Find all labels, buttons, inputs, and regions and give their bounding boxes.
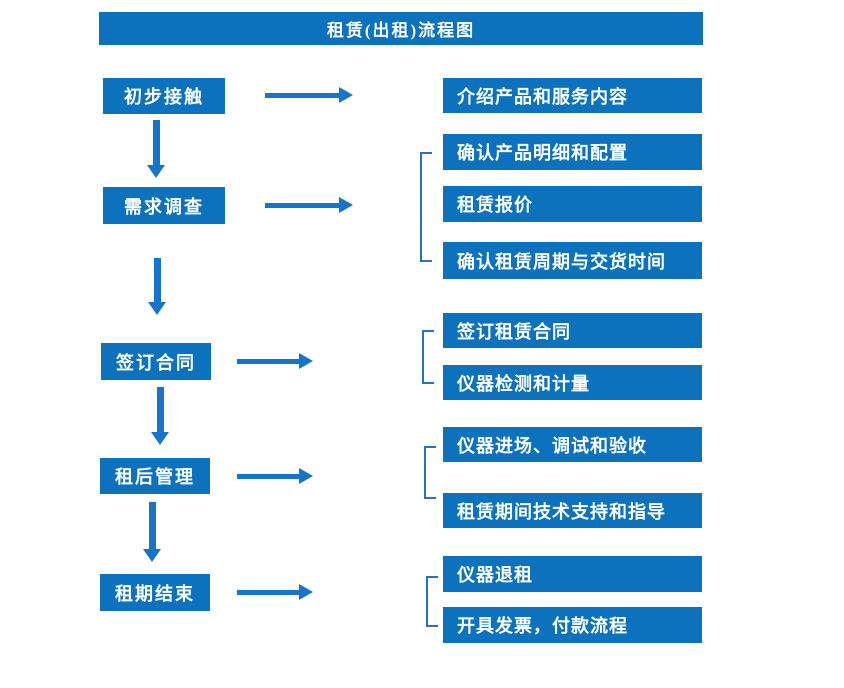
stage-box-1: 初步接触 bbox=[103, 78, 225, 114]
down-arrow-shaft bbox=[152, 120, 160, 165]
bracket-group-2 bbox=[420, 152, 432, 262]
right-arrow-head-icon bbox=[339, 87, 353, 103]
stage-box-2: 需求调查 bbox=[103, 187, 225, 224]
down-arrow-3 bbox=[151, 387, 169, 445]
right-arrow-1 bbox=[265, 87, 353, 103]
output-box-2-3: 确认租赁周期与交货时间 bbox=[443, 242, 702, 279]
bracket-group-5 bbox=[426, 576, 438, 627]
down-arrow-4 bbox=[143, 502, 161, 562]
output-box-4-2: 租赁期间技术支持和指导 bbox=[443, 493, 702, 528]
output-box-5-1: 仪器退租 bbox=[443, 556, 702, 592]
down-arrow-head-icon bbox=[147, 165, 165, 178]
right-arrow-head-icon bbox=[299, 353, 313, 369]
right-arrow-4 bbox=[237, 468, 313, 484]
down-arrow-2 bbox=[148, 258, 166, 315]
output-box-5-2: 开具发票，付款流程 bbox=[443, 607, 702, 643]
stage-box-4: 租后管理 bbox=[100, 458, 210, 494]
output-box-2-2: 租赁报价 bbox=[443, 186, 702, 222]
down-arrow-head-icon bbox=[151, 432, 169, 445]
output-box-3-2: 仪器检测和计量 bbox=[443, 365, 702, 400]
right-arrow-3 bbox=[237, 353, 313, 369]
down-arrow-shaft bbox=[148, 502, 156, 549]
output-box-3-1: 签订租赁合同 bbox=[443, 313, 702, 348]
right-arrow-shaft bbox=[237, 473, 299, 479]
right-arrow-5 bbox=[237, 584, 313, 600]
right-arrow-shaft bbox=[265, 92, 339, 98]
stage-box-3: 签订合同 bbox=[101, 343, 211, 380]
right-arrow-shaft bbox=[237, 358, 299, 364]
down-arrow-1 bbox=[147, 120, 165, 178]
output-box-4-1: 仪器进场、调试和验收 bbox=[443, 427, 702, 462]
right-arrow-head-icon bbox=[299, 584, 313, 600]
stage-box-5: 租期结束 bbox=[100, 574, 210, 611]
right-arrow-shaft bbox=[265, 202, 339, 208]
down-arrow-head-icon bbox=[148, 302, 166, 315]
down-arrow-head-icon bbox=[143, 549, 161, 562]
output-box-1-1: 介绍产品和服务内容 bbox=[443, 78, 702, 113]
bracket-group-4 bbox=[424, 446, 436, 499]
right-arrow-head-icon bbox=[339, 197, 353, 213]
output-box-2-1: 确认产品明细和配置 bbox=[443, 134, 702, 170]
right-arrow-2 bbox=[265, 197, 353, 213]
down-arrow-shaft bbox=[153, 258, 161, 302]
right-arrow-head-icon bbox=[299, 468, 313, 484]
right-arrow-shaft bbox=[237, 589, 299, 595]
bracket-group-3 bbox=[422, 330, 434, 384]
page-title: 租赁(出租)流程图 bbox=[99, 12, 703, 45]
down-arrow-shaft bbox=[156, 387, 164, 432]
